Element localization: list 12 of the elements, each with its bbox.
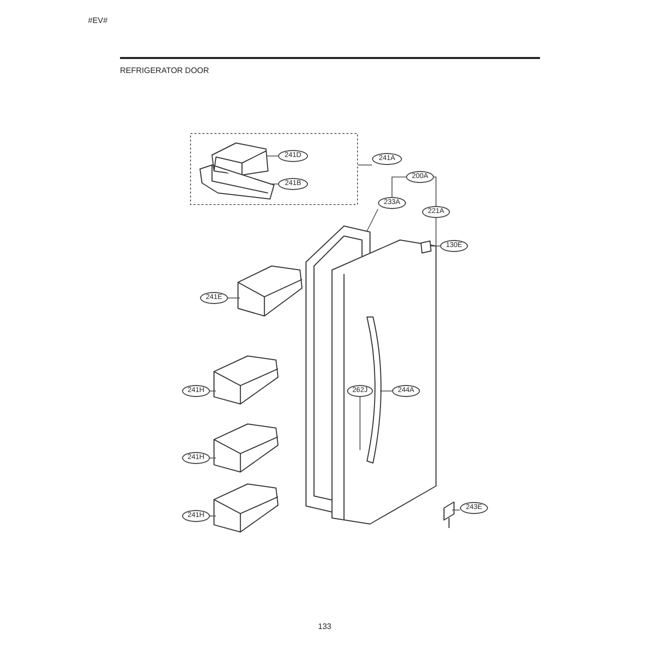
basket-tray-drawing: [198, 163, 276, 201]
section-title: REFRIGERATOR DOOR: [120, 66, 210, 75]
leader-line: [434, 176, 436, 206]
header-code: #EV#: [88, 16, 108, 25]
door-cap-drawing: [420, 240, 432, 254]
page-number: 133: [318, 622, 332, 631]
leader-line: [358, 164, 372, 166]
dashed-group-frame: [190, 133, 358, 205]
leader-line: [366, 208, 378, 232]
leader-line: [380, 390, 392, 392]
leader-line: [392, 176, 406, 198]
leader-line: [210, 390, 216, 392]
